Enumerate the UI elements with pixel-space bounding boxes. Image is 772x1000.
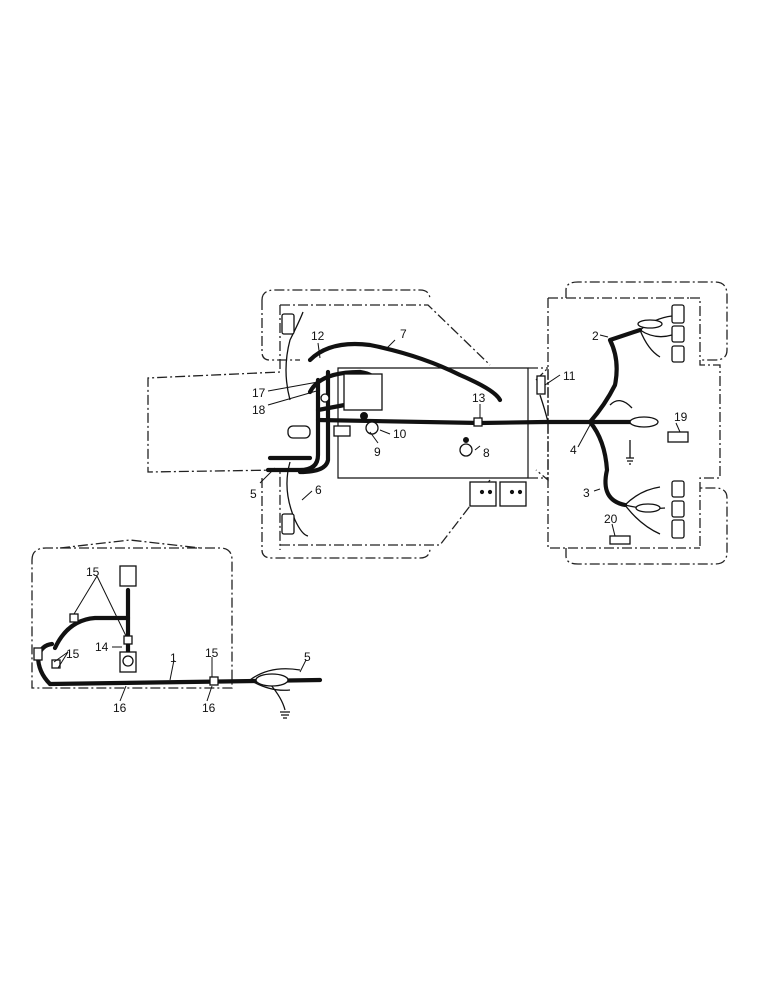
callout-15-c: 15 [205, 646, 219, 660]
tractor-outline [147, 281, 728, 565]
component-13 [473, 417, 483, 427]
callouts: 1 2 3 4 5 5 6 7 8 9 10 11 12 13 14 15 15… [66, 327, 688, 715]
front-left-lamp-top [281, 313, 295, 335]
clip-15-b [123, 635, 133, 645]
rear-lamp-2 [671, 325, 685, 343]
callout-5-main: 5 [250, 487, 257, 501]
callout-11: 11 [563, 369, 576, 383]
clip-15-d [209, 676, 219, 686]
cab-ground-symbol [280, 711, 290, 719]
cab-inset-outline [31, 539, 233, 689]
callout-20: 20 [604, 512, 618, 526]
cab-connector [255, 673, 289, 687]
callout-18: 18 [252, 403, 266, 417]
rear-lamp-6 [671, 519, 685, 539]
rear-lamp-5 [671, 500, 685, 518]
rear-lamp-4 [671, 480, 685, 498]
housing-block-left [469, 481, 497, 507]
component-10 [365, 421, 379, 435]
callout-19: 19 [674, 410, 688, 424]
component-19 [667, 431, 689, 443]
switch-11 [536, 375, 546, 395]
connector-front-left [287, 425, 311, 439]
component-18-relay [333, 425, 351, 437]
clip-15-a [69, 613, 79, 623]
callout-16-b: 16 [202, 701, 216, 715]
front-left-lamp-bottom [281, 513, 295, 535]
rear-connector-bottom [635, 503, 661, 513]
cab-switch-left [33, 647, 43, 661]
callout-7: 7 [400, 327, 407, 341]
callout-15-a: 15 [86, 565, 100, 579]
callout-8: 8 [483, 446, 490, 460]
callout-16-a: 16 [113, 701, 127, 715]
ground-symbol [626, 457, 634, 465]
leader-lines [53, 334, 681, 702]
callout-12: 12 [311, 329, 325, 343]
callout-14: 14 [95, 640, 109, 654]
component-20 [609, 535, 631, 545]
callout-2: 2 [592, 329, 599, 343]
callout-5-inset: 5 [304, 650, 311, 664]
component-17 [320, 393, 330, 403]
connector-19 [629, 416, 659, 428]
component-9 [360, 412, 368, 420]
callout-3: 3 [583, 486, 590, 500]
callout-6: 6 [315, 483, 322, 497]
callout-4: 4 [570, 443, 577, 457]
callout-15-b: 15 [66, 647, 80, 661]
callout-1: 1 [170, 651, 177, 665]
housing-block-right [499, 481, 527, 507]
main-harness [265, 327, 643, 508]
rear-lamp-3 [671, 345, 685, 363]
cab-harness [33, 565, 323, 719]
callout-10: 10 [393, 427, 407, 441]
callout-9: 9 [374, 445, 381, 459]
components [281, 304, 689, 545]
callout-17: 17 [252, 386, 266, 400]
component-8 [459, 443, 473, 457]
cab-light-top [119, 565, 137, 587]
rear-lamp-1 [671, 304, 685, 324]
callout-13: 13 [472, 391, 486, 405]
rear-connector-top [637, 319, 663, 329]
battery [343, 373, 383, 411]
